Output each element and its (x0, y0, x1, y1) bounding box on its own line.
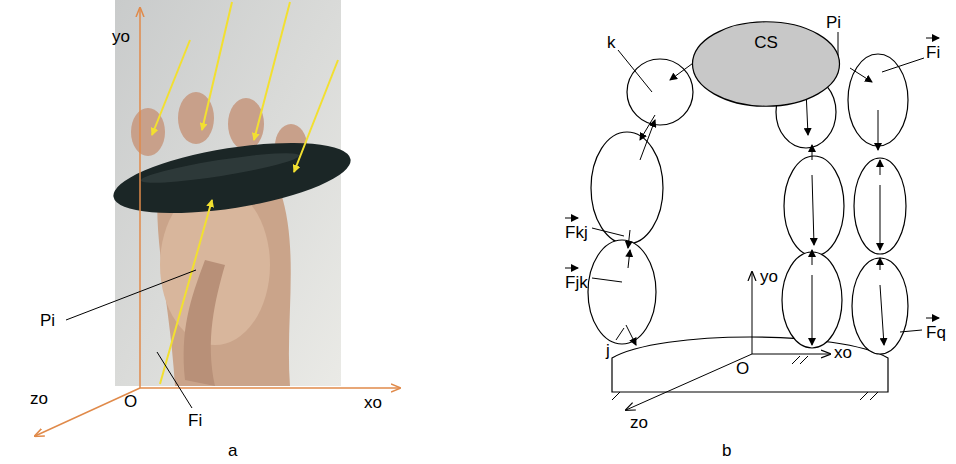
node-label: CS (691, 34, 841, 51)
axis-or-part-label: O (736, 360, 749, 377)
axis-or-part-label: Pi (40, 312, 55, 329)
axis-or-part-label: Pi (826, 14, 841, 31)
axis-or-part-label: a (228, 442, 237, 459)
axis-or-part-label: Fjk (565, 274, 588, 291)
axis-or-part-label: Fkj (565, 224, 588, 241)
axis-or-part-label: yo (112, 28, 130, 45)
axis-or-part-label: zo (30, 390, 48, 407)
axis-or-part-label: yo (760, 268, 778, 285)
axis-or-part-label: Fq (926, 324, 946, 341)
axis-or-part-label: j (606, 342, 610, 359)
axis-or-part-label: xo (364, 394, 382, 411)
axis-or-part-label: O (124, 393, 137, 410)
axis-or-part-label: Fi (926, 44, 940, 61)
axis-or-part-label: b (722, 442, 731, 459)
axis-or-part-label: Fi (188, 412, 202, 429)
axis-or-part-label: zo (630, 414, 648, 431)
axis-or-part-label: xo (834, 344, 852, 361)
axis-or-part-label: k (607, 34, 616, 51)
contact-surface-ellipse: CS (691, 20, 841, 108)
